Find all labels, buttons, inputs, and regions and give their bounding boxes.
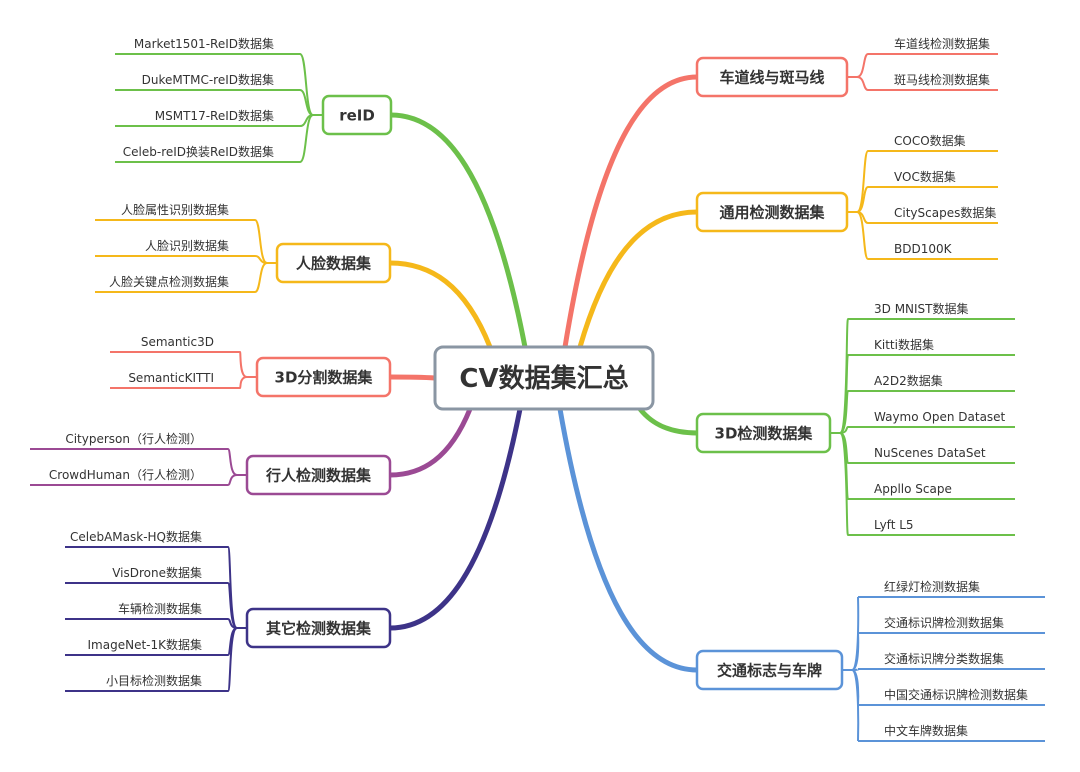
center-node[interactable] (433, 345, 655, 411)
leaf-label-traffic-1: 交通标识牌检测数据集 (884, 615, 1004, 630)
branch-box-reid[interactable] (321, 94, 393, 136)
leaf-label-det3d-0: 3D MNIST数据集 (874, 301, 969, 316)
leaf-label-general-0: COCO数据集 (894, 133, 966, 148)
leaf-label-seg3d-0: Semantic3D (141, 335, 214, 349)
leaf-connector (227, 474, 247, 486)
leaf-connector (847, 186, 869, 213)
leaf-label-ped-1: CrowdHuman（行人检测） (49, 467, 202, 482)
leaf-label-other-3: ImageNet-1K数据集 (88, 637, 202, 652)
branch-box-lane[interactable] (695, 56, 849, 98)
branch-box-general[interactable] (695, 191, 849, 233)
leaf-label-det3d-1: Kitti数据集 (874, 337, 934, 352)
branch-connector-traffic (557, 406, 700, 673)
branch-connector-other (387, 406, 523, 631)
branch-connector-face (387, 260, 493, 350)
leaf-connector (227, 627, 247, 692)
leaf-connector (842, 596, 860, 671)
leaf-connector (227, 618, 247, 629)
leaf-label-face-1: 人脸识别数据集 (145, 238, 229, 253)
branch-connector-lane (562, 74, 700, 350)
branch-label-other: 其它检测数据集 (266, 620, 372, 638)
branch-label-traffic: 交通标志与车牌 (717, 662, 822, 680)
branch-box-seg3d[interactable] (255, 356, 392, 398)
leaf-label-det3d-3: Waymo Open Dataset (874, 410, 1006, 424)
leaf-label-reid-0: Market1501-ReID数据集 (134, 36, 274, 51)
leaf-label-det3d-5: Appllo Scape (874, 482, 952, 496)
leaf-label-traffic-4: 中文车牌数据集 (884, 723, 968, 738)
leaf-label-lane-1: 斑马线检测数据集 (894, 72, 990, 87)
leaf-connector (254, 255, 277, 264)
leaf-label-reid-2: MSMT17-ReID数据集 (155, 108, 274, 123)
branch-box-traffic[interactable] (695, 649, 844, 691)
leaf-label-ped-0: Cityperson（行人检测） (65, 431, 202, 446)
leaf-label-reid-3: Celeb-reID换装ReID数据集 (123, 144, 274, 159)
leaf-label-other-2: 车辆检测数据集 (118, 601, 202, 616)
leaf-label-face-2: 人脸关键点检测数据集 (109, 274, 229, 289)
leaf-connector (847, 76, 869, 91)
connectors-layer (30, 53, 1045, 742)
leaf-connector (227, 448, 247, 476)
leaf-connector (842, 632, 860, 671)
leaf-label-other-1: VisDrone数据集 (112, 565, 202, 580)
leaf-connector (299, 114, 323, 163)
leaf-connector (299, 53, 323, 116)
leaf-label-general-2: CityScapes数据集 (894, 205, 996, 220)
branch-box-det3d[interactable] (695, 412, 832, 454)
branch-label-seg3d: 3D分割数据集 (275, 369, 374, 387)
leaf-label-seg3d-1: SemanticKITTI (128, 371, 214, 385)
leaf-label-traffic-3: 中国交通标识牌检测数据集 (884, 687, 1028, 702)
branch-label-general: 通用检测数据集 (719, 204, 825, 222)
leaf-label-general-1: VOC数据集 (894, 169, 956, 184)
branch-connector-det3d (637, 406, 700, 436)
branch-label-face: 人脸数据集 (296, 255, 372, 273)
branch-connector-seg3d (387, 374, 438, 381)
branch-connector-general (577, 209, 700, 350)
leaf-label-lane-0: 车道线检测数据集 (894, 36, 990, 51)
leaf-label-reid-1: DukeMTMC-reID数据集 (142, 72, 274, 87)
branch-box-ped[interactable] (245, 454, 392, 496)
branch-label-reid: reID (339, 107, 375, 125)
leaf-connector (254, 262, 277, 293)
branch-connector-ped (387, 406, 473, 478)
branch-connector-reid (388, 112, 528, 350)
leaf-connector (847, 150, 869, 213)
leaf-connector (830, 432, 849, 536)
leaf-label-other-0: CelebAMask-HQ数据集 (70, 529, 202, 544)
leaf-connector (299, 89, 323, 116)
center-title: CV数据集汇总 (459, 363, 628, 394)
leaf-label-other-4: 小目标检测数据集 (106, 673, 202, 688)
leaf-connector (847, 211, 869, 224)
branch-box-other[interactable] (245, 607, 392, 649)
branch-label-ped: 行人检测数据集 (265, 467, 372, 485)
leaf-connector (842, 669, 860, 742)
branch-label-det3d: 3D检测数据集 (715, 425, 814, 443)
leaf-connector (239, 376, 257, 389)
leaf-label-det3d-2: A2D2数据集 (874, 373, 943, 388)
leaf-label-general-3: BDD100K (894, 242, 953, 256)
leaf-label-det3d-4: NuScenes DataSet (874, 446, 986, 460)
leaf-label-traffic-0: 红绿灯检测数据集 (884, 579, 980, 594)
leaf-label-det3d-6: Lyft L5 (874, 518, 914, 532)
leaf-connector (847, 211, 869, 260)
leaf-connector (239, 351, 257, 378)
branch-label-lane: 车道线与斑马线 (719, 69, 824, 87)
leaf-connector (847, 53, 869, 78)
leaf-label-face-0: 人脸属性识别数据集 (121, 202, 229, 217)
leaf-label-traffic-2: 交通标识牌分类数据集 (884, 651, 1004, 666)
branch-box-face[interactable] (275, 242, 392, 284)
